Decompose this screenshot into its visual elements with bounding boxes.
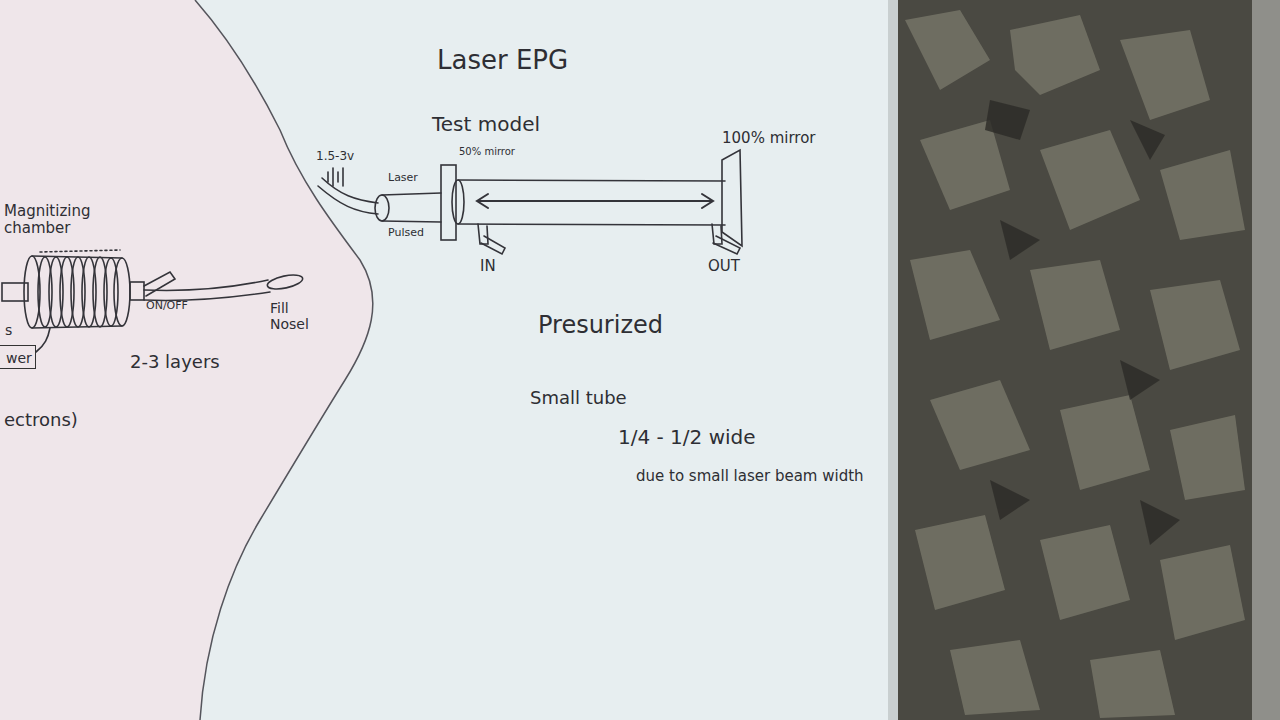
counter-edge: [1252, 0, 1280, 720]
sketch-label: due to small laser beam width: [636, 468, 876, 485]
sketch-label: 50% mirror: [459, 146, 515, 158]
sketch-label: Small tube: [530, 388, 627, 409]
wavy-divider: [195, 0, 373, 720]
sketch-label: IN: [480, 258, 496, 275]
paper-left-page: [0, 0, 373, 720]
sketch-label: 1/4 - 1/2 wide: [618, 426, 756, 449]
sketch-label: OUT: [708, 258, 740, 275]
sketch-label: Presurized: [538, 312, 663, 340]
sketch-label: 1.5-3v: [316, 150, 354, 164]
sketch-label: Fill Nosel: [270, 300, 330, 332]
paper-edge: [888, 0, 898, 720]
sketch-label: Pulsed: [388, 227, 424, 240]
sketch-label: s: [5, 322, 12, 338]
granite-texture: [905, 10, 1245, 718]
diagram-title: Laser EPG: [437, 46, 568, 76]
sketch-label: 2-3 layers: [130, 352, 220, 373]
sketch-label: ON/OFF: [146, 300, 188, 313]
granite-counter: [895, 0, 1280, 720]
sketch-label: 100% mirror: [722, 130, 816, 147]
sketch-label: Test model: [432, 113, 540, 136]
sketch-label: Magnitizing chamber: [4, 203, 129, 238]
magnetizing-chamber-drawing: [2, 250, 304, 352]
laser-drawing: [318, 150, 742, 254]
node-text: wer: [6, 350, 31, 366]
sketch-label: ectrons): [4, 410, 78, 431]
paper: [0, 0, 900, 720]
power-box: wer: [0, 345, 36, 369]
sketch-label: Laser: [388, 172, 418, 185]
